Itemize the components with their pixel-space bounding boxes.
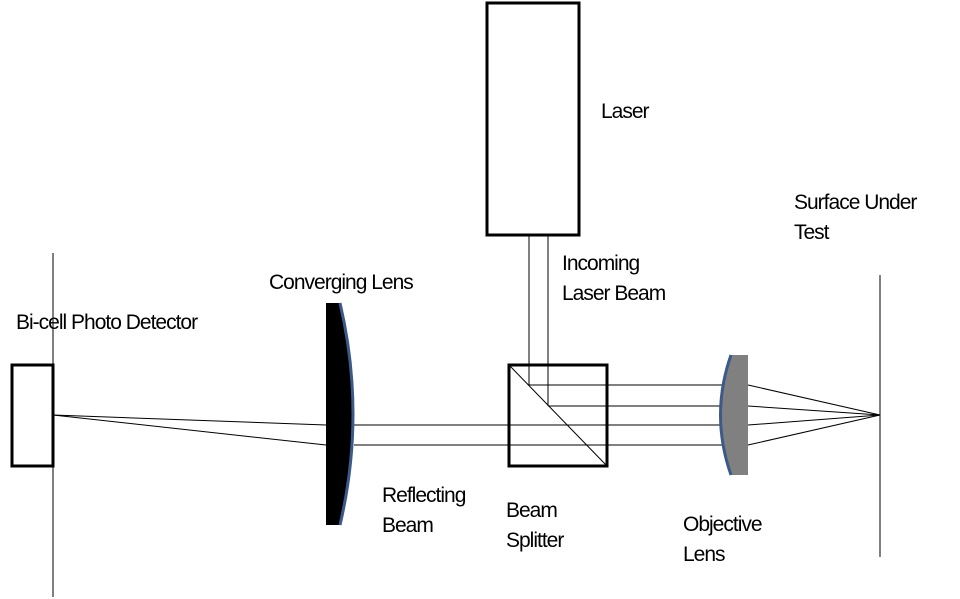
incoming-label-line2: Laser Beam [562,282,666,305]
focus-ray-1 [747,384,881,416]
beam-splitter-diagonal [508,364,608,467]
laser-label: Laser [601,97,650,127]
surface-label-line1: Surface Under [794,191,917,214]
incoming-beam-label: Incoming Laser Beam [562,249,666,309]
detector-box [10,363,55,468]
splitter-label-line1: Beam [506,499,558,522]
detector-label-text: Bi-cell Photo Detector [16,311,198,334]
objective-lens-edge [719,354,733,476]
converging-lens [326,303,353,525]
detector-ray-upper [52,414,327,426]
reflecting-label-line2: Beam [382,514,434,537]
splitter-label-line2: Splitter [506,529,564,552]
detector-ray-lower [52,414,327,446]
converging-lens-edge [338,302,355,526]
incoming-label-line1: Incoming [562,252,640,275]
converging-label-text: Converging Lens [269,271,414,294]
reflecting-beam-label: Reflecting Beam [382,481,466,541]
beam-splitter-label: Beam Splitter [506,496,564,556]
objective-label-line2: Lens [683,543,726,566]
objective-lens-label: Objective Lens [683,510,763,570]
laser-box [485,1,581,237]
objective-lens [720,355,748,475]
beam-splitter-box [507,363,609,468]
objective-label-line1: Objective [683,513,763,536]
surface-label-line2: Test [794,221,830,244]
detector-label: Bi-cell Photo Detector [16,308,198,338]
reflecting-label-line1: Reflecting [382,484,466,507]
converging-lens-label: Converging Lens [269,268,414,298]
surface-label: Surface Under Test [794,188,917,248]
laser-label-text: Laser [601,100,650,123]
focus-ray-4 [747,414,881,446]
focus-ray-3 [747,414,881,426]
focus-ray-2 [747,405,881,416]
